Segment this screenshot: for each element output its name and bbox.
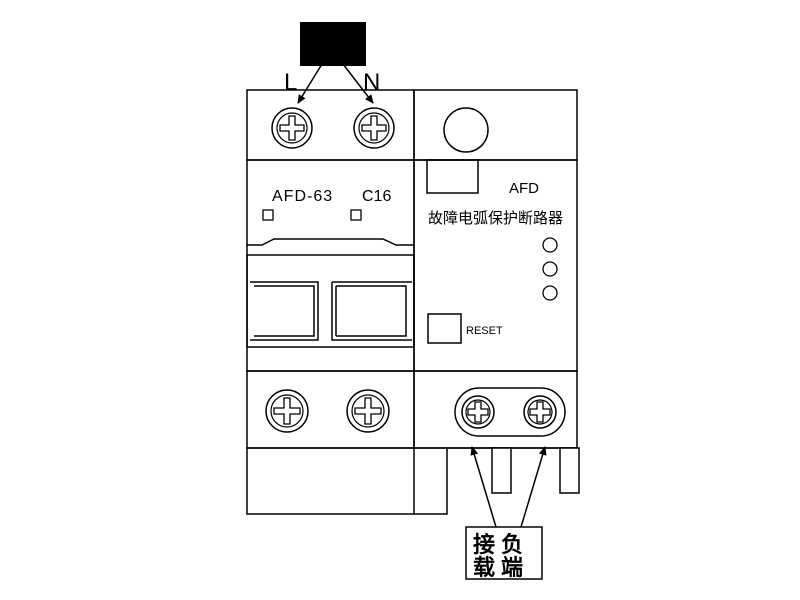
breaker-module	[246, 89, 415, 515]
load-caption-box	[465, 526, 543, 580]
afd-display-window	[426, 159, 479, 194]
load-arrow-right	[520, 446, 547, 528]
afd-top-block	[413, 89, 578, 161]
afd-test-button[interactable]	[443, 107, 489, 153]
breaker-rating-label: C16	[362, 188, 391, 205]
load-caption-line1: 接负	[473, 533, 529, 558]
reset-button[interactable]	[427, 313, 462, 344]
neutral-wire	[342, 63, 374, 104]
breaker-model-label: AFD-63	[272, 188, 333, 205]
breaker-toggle-handle[interactable]	[246, 238, 415, 348]
screw-terminal-icon[interactable]	[353, 107, 395, 149]
indicator-led-icon	[542, 261, 558, 277]
screw-terminal-icon[interactable]	[346, 389, 390, 433]
power-plug-block-icon	[300, 22, 366, 66]
load-arrow-left	[470, 446, 497, 528]
load-lead-tab	[559, 447, 580, 494]
breaker-indicator-window	[350, 209, 362, 221]
breaker-indicator-window	[262, 209, 274, 221]
screw-terminal-icon[interactable]	[271, 107, 313, 149]
breaker-base	[246, 447, 415, 515]
line-terminal-label: L	[284, 69, 297, 96]
screw-terminal-icon[interactable]	[523, 395, 557, 429]
afd-name-label: 故障电弧保护断路器	[428, 209, 563, 227]
neutral-terminal-label: N	[363, 69, 380, 96]
load-lead-tab	[491, 447, 512, 494]
load-caption-line2: 载端	[473, 555, 529, 581]
line-wire	[297, 63, 323, 104]
indicator-led-icon	[542, 237, 558, 253]
reset-label: RESET	[466, 325, 503, 337]
afd-code-label: AFD	[509, 180, 539, 197]
screw-terminal-icon[interactable]	[265, 389, 309, 433]
screw-terminal-icon[interactable]	[461, 395, 495, 429]
afd-left-tab	[414, 447, 448, 515]
indicator-led-icon	[542, 285, 558, 301]
